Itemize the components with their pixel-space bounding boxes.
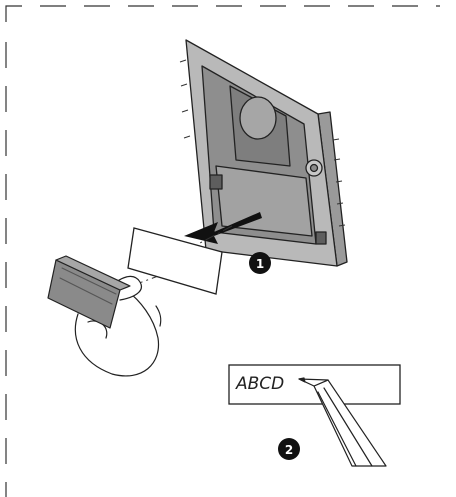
blank-label-strip bbox=[127, 227, 223, 295]
step-1-badge: 1 bbox=[249, 252, 271, 274]
step-2-number: 2 bbox=[285, 443, 293, 457]
intercom-panel bbox=[179, 39, 348, 267]
step-2-badge: 2 bbox=[278, 438, 300, 460]
removal-arrow bbox=[184, 212, 262, 244]
label-card: ABCD bbox=[228, 364, 401, 405]
step-1-number: 1 bbox=[256, 257, 264, 271]
hand-holding-cover bbox=[47, 255, 162, 377]
pencil-icon bbox=[298, 377, 387, 467]
dashed-frame bbox=[5, 5, 440, 497]
label-card-text: ABCD bbox=[235, 374, 284, 394]
